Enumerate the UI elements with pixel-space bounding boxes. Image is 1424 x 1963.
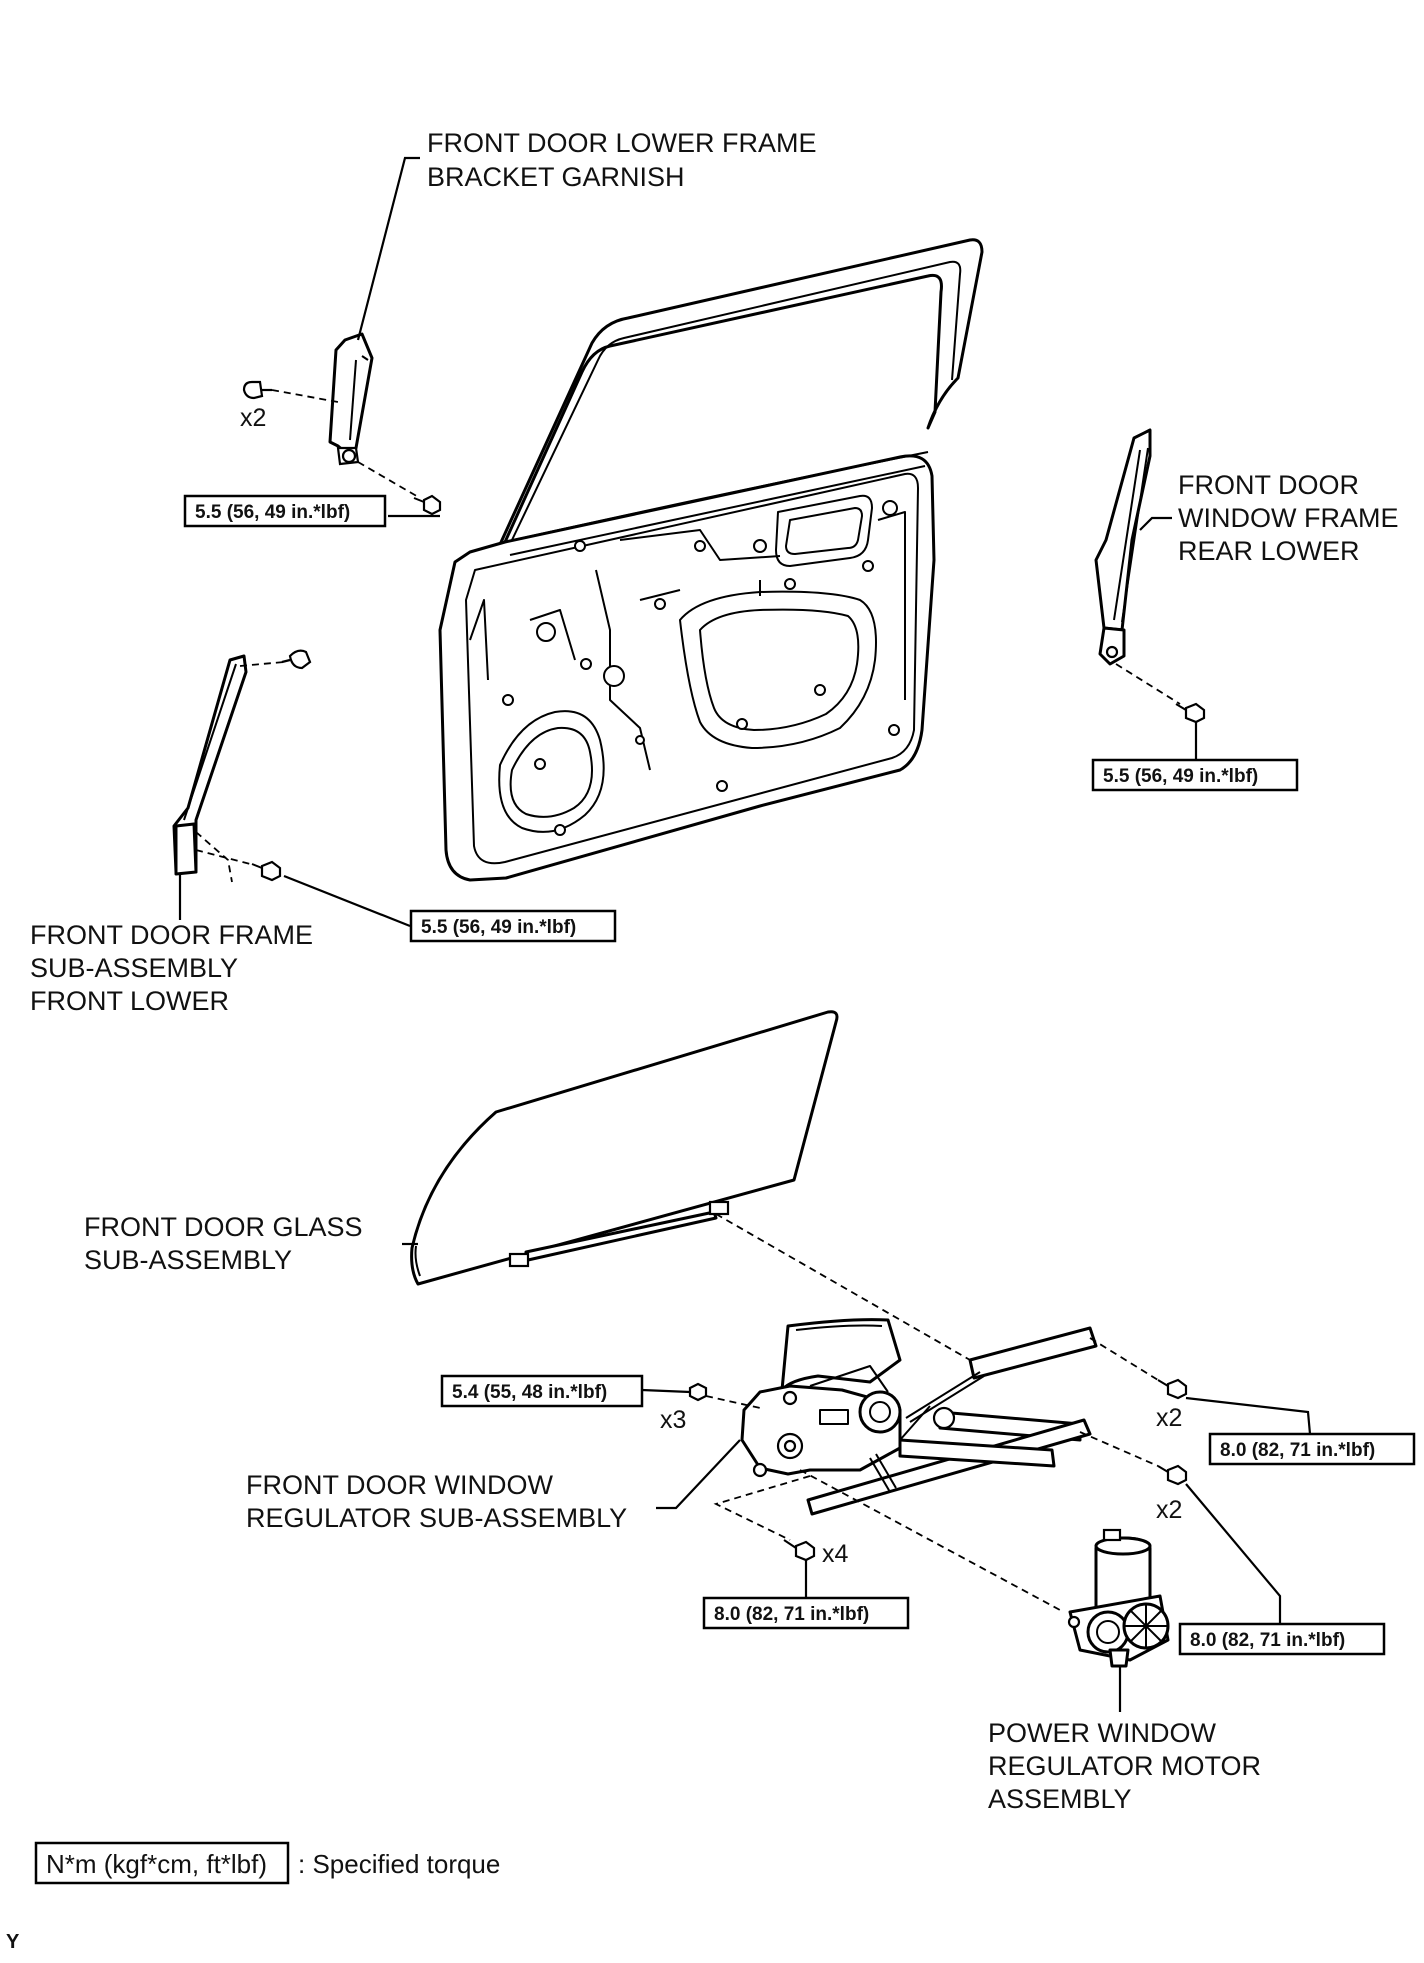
label-line-3: FRONT LOWER [30, 986, 229, 1016]
torque-spec-regulator-lower: 8.0 (82, 71 in.*lbf) [1178, 1622, 1386, 1656]
label-glass-sub-assembly: FRONT DOOR GLASS SUB-ASSEMBLY [84, 1212, 363, 1275]
legend-text: : Specified torque [298, 1849, 500, 1879]
count-upper-bolts: x2 [1156, 1404, 1182, 1432]
label-line-2: WINDOW FRAME [1178, 503, 1398, 533]
legend-unit: N*m (kgf*cm, ft*lbf) [46, 1849, 267, 1879]
torque-value: 8.0 (82, 71 in.*lbf) [1190, 1630, 1345, 1651]
label-line-2: REGULATOR MOTOR [988, 1751, 1261, 1781]
label-frame-sub-assembly-front-lower: FRONT DOOR FRAME SUB-ASSEMBLY FRONT LOWE… [30, 920, 313, 1016]
torque-spec-regulator-upper: 8.0 (82, 71 in.*lbf) [1208, 1432, 1416, 1466]
label-line-1: FRONT DOOR [1178, 470, 1359, 500]
torque-value: 8.0 (82, 71 in.*lbf) [714, 1604, 869, 1625]
label-line-1: POWER WINDOW [988, 1718, 1216, 1748]
label-line-3: REAR LOWER [1178, 536, 1360, 566]
count-regulator-bolts: x3 [660, 1406, 686, 1434]
label-line-2: SUB-ASSEMBLY [30, 953, 238, 983]
label-line-1: FRONT DOOR LOWER FRAME [427, 128, 817, 158]
label-line-1: FRONT DOOR WINDOW [246, 1470, 553, 1500]
torque-spec-regulator-x3: 5.4 (55, 48 in.*lbf) [440, 1374, 644, 1408]
torque-spec-regulator-x4: 8.0 (82, 71 in.*lbf) [702, 1596, 910, 1630]
count-garnish: x2 [240, 404, 266, 432]
torque-spec-front-lower: 5.5 (56, 49 in.*lbf) [409, 909, 617, 943]
label-line-2: REGULATOR SUB-ASSEMBLY [246, 1503, 627, 1533]
front-door-glass-part [410, 1010, 839, 1286]
front-lower-frame-part [172, 649, 312, 882]
count-lower-bolts: x2 [1156, 1496, 1182, 1524]
lower-frame-bracket-garnish-part [242, 332, 442, 516]
torque-value: 5.5 (56, 49 in.*lbf) [195, 502, 350, 523]
label-window-frame-rear-lower: FRONT DOOR WINDOW FRAME REAR LOWER [1178, 470, 1398, 566]
torque-spec-rear-lower: 5.5 (56, 49 in.*lbf) [1091, 758, 1299, 792]
label-line-1: FRONT DOOR GLASS [84, 1212, 363, 1242]
label-line-3: ASSEMBLY [988, 1784, 1132, 1814]
label-window-regulator-sub-assembly: FRONT DOOR WINDOW REGULATOR SUB-ASSEMBLY [246, 1470, 627, 1533]
torque-value: 5.5 (56, 49 in.*lbf) [1103, 766, 1258, 787]
window-regulator-part [688, 1318, 1188, 1562]
corner-mark: Y [6, 1931, 20, 1953]
torque-value: 8.0 (82, 71 in.*lbf) [1220, 1440, 1375, 1461]
torque-legend: N*m (kgf*cm, ft*lbf) : Specified torque [34, 1841, 500, 1885]
window-frame-rear-lower-part [1094, 428, 1206, 724]
torque-spec-garnish: 5.5 (56, 49 in.*lbf) [183, 494, 387, 528]
label-line-2: SUB-ASSEMBLY [84, 1245, 292, 1275]
label-power-window-motor: POWER WINDOW REGULATOR MOTOR ASSEMBLY [988, 1718, 1261, 1814]
torque-value: 5.5 (56, 49 in.*lbf) [421, 917, 576, 938]
label-line-2: BRACKET GARNISH [427, 162, 685, 192]
front-door-panel [438, 238, 984, 882]
count-regulator-nuts: x4 [822, 1540, 849, 1568]
label-line-1: FRONT DOOR FRAME [30, 920, 313, 950]
leader-lines [178, 156, 1312, 1712]
power-window-motor-part [1067, 1528, 1170, 1668]
torque-value: 5.4 (55, 48 in.*lbf) [452, 1382, 607, 1403]
label-lower-frame-bracket-garnish: FRONT DOOR LOWER FRAME BRACKET GARNISH [427, 128, 817, 192]
